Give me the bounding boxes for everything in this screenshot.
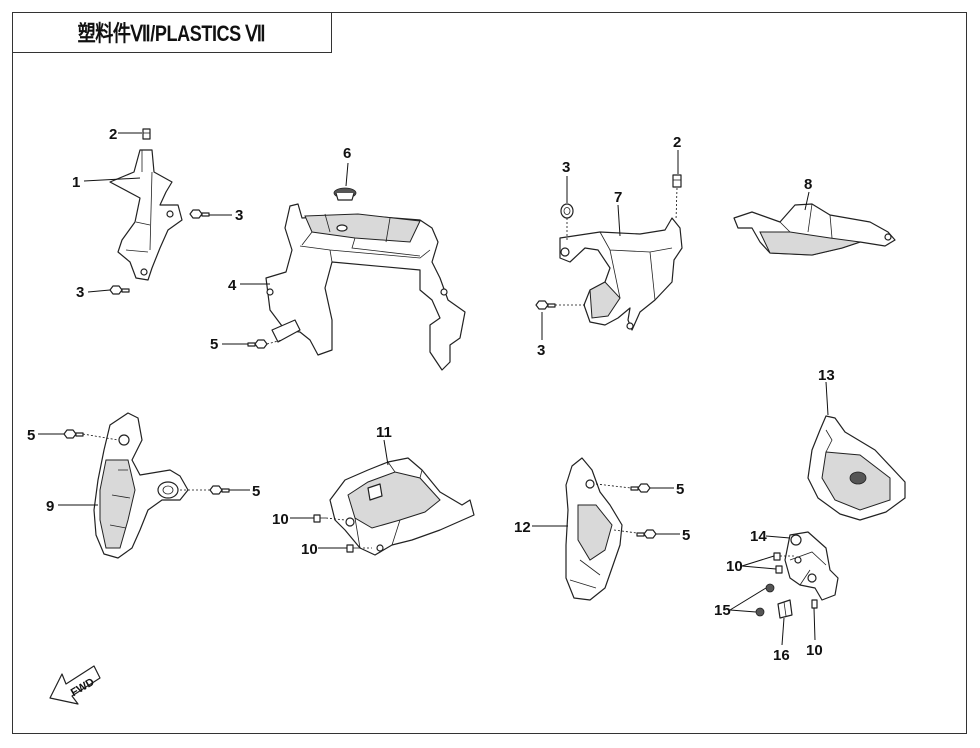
part-5-bolt [63, 429, 84, 439]
part-2-clip [672, 174, 682, 188]
part-12-panel [565, 457, 623, 601]
part-13-cover [807, 415, 906, 521]
callout-5: 5 [682, 527, 690, 544]
part-8-cover [733, 203, 896, 256]
leader-lines [38, 132, 829, 646]
part-3-bolt [189, 209, 210, 219]
callout-7: 7 [614, 189, 622, 206]
part-5-bolt [209, 485, 230, 495]
part-1-bracket [109, 149, 183, 281]
part-14-bracket [784, 531, 839, 601]
part-16-clip [777, 599, 793, 619]
part-11-bracket [329, 457, 475, 556]
part-10-screw [775, 565, 783, 574]
part-10-screw [313, 514, 326, 523]
callout-9: 9 [46, 498, 54, 515]
callout-14: 14 [750, 528, 767, 545]
callout-2: 2 [673, 134, 681, 151]
part-10-screw [773, 552, 781, 561]
callout-numbers: 2 1 3 3 6 4 5 3 2 7 3 8 5 9 5 11 10 10 1… [27, 126, 835, 664]
callout-5: 5 [210, 336, 218, 353]
callout-5: 5 [252, 483, 260, 500]
callout-3: 3 [76, 284, 84, 301]
callout-10: 10 [806, 642, 823, 659]
callout-3: 3 [235, 207, 243, 224]
callout-4: 4 [228, 277, 237, 294]
drawing-frame [12, 12, 967, 734]
callout-15: 15 [714, 602, 731, 619]
part-4-panel [265, 203, 466, 371]
part-5-bolt [636, 529, 657, 539]
callout-8: 8 [804, 176, 812, 193]
callout-16: 16 [773, 647, 790, 664]
part-5-bolt [247, 339, 268, 349]
part-3-bolt [535, 300, 556, 310]
callout-1: 1 [72, 174, 80, 191]
fwd-arrow-icon: FWD [49, 665, 101, 705]
part-10-screw [811, 599, 818, 609]
page-title: 塑料件Ⅶ/PLASTICS Ⅶ [77, 21, 266, 46]
part-15-nut [755, 607, 765, 617]
part-6-grommet [333, 187, 357, 201]
callout-5: 5 [676, 481, 684, 498]
callout-6: 6 [343, 145, 351, 162]
part-15-nut [765, 583, 775, 593]
callout-3: 3 [562, 159, 570, 176]
part-2-clip [142, 128, 151, 140]
callout-10: 10 [272, 511, 289, 528]
part-3-bolt [109, 285, 130, 295]
part-3-nut [560, 203, 574, 219]
part-10-screw [346, 544, 359, 553]
part-5-bolt [630, 483, 651, 493]
title-box: 塑料件Ⅶ/PLASTICS Ⅶ [12, 12, 332, 53]
part-9-panel [93, 412, 189, 559]
callout-10: 10 [301, 541, 318, 558]
callout-3: 3 [537, 342, 545, 359]
callout-13: 13 [818, 367, 835, 384]
callout-10: 10 [726, 558, 743, 575]
callout-2: 2 [109, 126, 117, 143]
part-7-bracket [559, 217, 683, 331]
callout-5: 5 [27, 427, 35, 444]
callout-11: 11 [376, 424, 392, 441]
callout-12: 12 [514, 519, 531, 536]
